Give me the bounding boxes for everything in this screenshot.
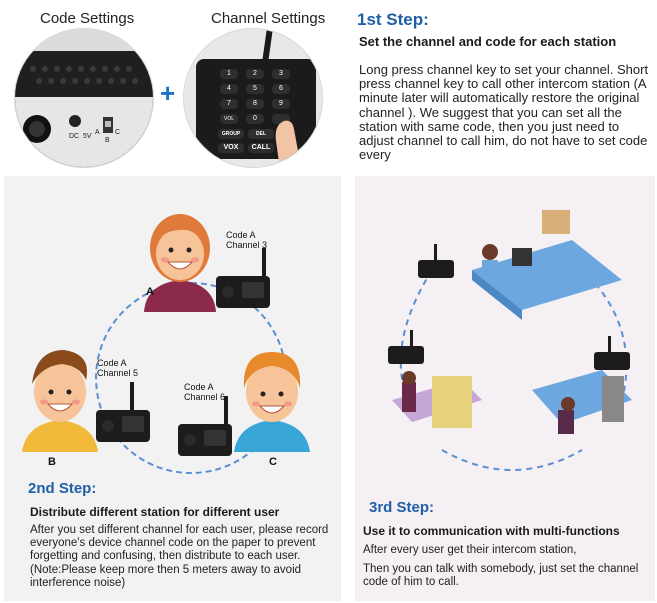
- step3-subtitle: Use it to communication with multi-funct…: [363, 524, 620, 538]
- key-vol[interactable]: VOL: [223, 116, 234, 122]
- key-2[interactable]: 2: [253, 70, 257, 77]
- person-a-avatar: [144, 214, 216, 312]
- keypad-icon: [184, 29, 322, 167]
- office-left-icon: [392, 371, 482, 428]
- step1-body: Long press channel key to set your chann…: [359, 62, 649, 163]
- device-back-panel-icon: [15, 29, 153, 167]
- key-4[interactable]: 4: [227, 85, 231, 92]
- step1-title: 1st Step:: [357, 10, 429, 29]
- key-0[interactable]: 0: [253, 115, 257, 122]
- key-6[interactable]: 6: [279, 85, 283, 92]
- key-7[interactable]: 7: [227, 100, 231, 107]
- keypad-function-keys: GROUP DEL VOX CALL: [218, 129, 274, 153]
- office-top-icon: [472, 210, 622, 320]
- office-device-1-icon: [418, 244, 454, 278]
- office-device-2-icon: [388, 330, 424, 364]
- voltage-label: 5V: [83, 133, 92, 140]
- step2-title: 2nd Step:: [28, 480, 97, 497]
- person-b-avatar: [22, 350, 98, 452]
- key-8[interactable]: 8: [253, 100, 257, 107]
- person-c-channel: Channel 6: [184, 392, 226, 402]
- key-call[interactable]: CALL: [251, 144, 271, 151]
- switch-b-label: B: [105, 137, 110, 144]
- switch-a-label: A: [95, 129, 100, 136]
- person-b-channel: Channel 5: [97, 368, 139, 378]
- step1-subtitle: Set the channel and code for each statio…: [359, 34, 617, 49]
- step3-body-line2: Then you can talk with somebody, just se…: [363, 563, 639, 588]
- dc-jack-label: DC: [69, 133, 80, 140]
- key-5[interactable]: 5: [253, 85, 257, 92]
- person-a-letter: A: [146, 286, 154, 298]
- person-c-code: Code A: [184, 382, 214, 392]
- channel-settings-label: Channel Settings: [211, 10, 326, 27]
- person-a-code: Code A: [226, 230, 256, 240]
- intercom-device-c-icon: [178, 396, 232, 456]
- intercom-device-a-icon: [216, 248, 270, 308]
- office-device-3-icon: [594, 336, 630, 370]
- switch-c-label: C: [115, 129, 121, 136]
- step2-body: After you set different channel for each…: [30, 524, 329, 589]
- person-b-code: Code A: [97, 358, 127, 368]
- office-right-icon: [532, 370, 632, 434]
- intercom-device-b-icon: [96, 382, 150, 442]
- top-section: Code Settings Channel Settings DC 5V A: [0, 0, 657, 172]
- step3-body-line1: After every user get their intercom stat…: [363, 544, 577, 556]
- person-c-letter: C: [269, 456, 277, 468]
- person-b-letter: B: [48, 456, 56, 468]
- key-vox[interactable]: VOX: [223, 144, 239, 151]
- plus-sign: +: [160, 78, 176, 108]
- key-3[interactable]: 3: [279, 70, 283, 77]
- person-c-avatar: [234, 352, 310, 452]
- person-b-code-label: Code A Channel 5: [97, 358, 138, 378]
- step2-subtitle: Distribute different station for differe…: [30, 505, 280, 519]
- person-a-code-label: Code A Channel 3: [226, 230, 267, 250]
- key-9[interactable]: 9: [279, 100, 283, 107]
- key-del[interactable]: DEL: [256, 131, 266, 137]
- key-blank[interactable]: [272, 114, 290, 124]
- step3-title: 3rd Step:: [369, 499, 435, 516]
- keypad-grid: 1 2 3 4 5 6 7 8 9 VOL 0: [220, 69, 290, 124]
- code-settings-photo: DC 5V A B C: [14, 28, 154, 168]
- person-c-code-label: Code A Channel 6: [184, 382, 225, 402]
- person-a-channel: Channel 3: [226, 240, 268, 250]
- code-settings-label: Code Settings: [40, 10, 135, 27]
- key-group[interactable]: GROUP: [221, 131, 241, 137]
- key-1[interactable]: 1: [227, 70, 231, 77]
- office-illustration: [388, 210, 632, 471]
- channel-settings-photo: 1 2 3 4 5 6 7 8 9 VOL 0 GROUP DEL VOX CA…: [183, 28, 323, 168]
